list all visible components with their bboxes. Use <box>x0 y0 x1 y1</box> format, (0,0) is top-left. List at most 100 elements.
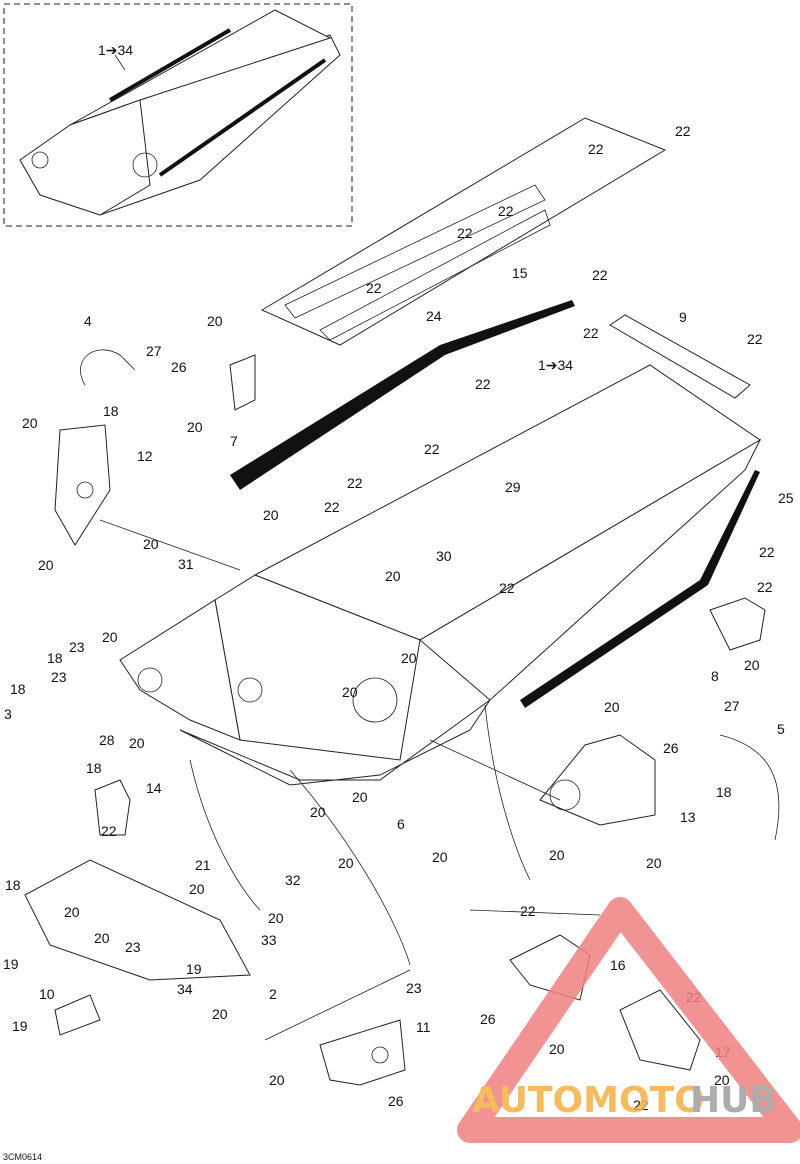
callout-33: 33 <box>261 932 277 948</box>
callout-20: 20 <box>102 629 118 645</box>
callout-3: 3 <box>4 706 12 722</box>
callout-20: 20 <box>269 1072 285 1088</box>
callout-15: 15 <box>512 265 528 281</box>
watermark: AUTOMOTO HUB <box>457 897 800 1143</box>
callout-20: 20 <box>401 650 417 666</box>
callout-1-34-mid: 1➔34 <box>538 357 573 373</box>
callout-22: 22 <box>347 475 363 491</box>
callouts: 1➔34 22 22 22 22 15 22 22 9 22 22 24 22 … <box>3 42 794 1113</box>
callout-20: 20 <box>143 536 159 552</box>
callout-20: 20 <box>212 1006 228 1022</box>
lower-parts <box>24 859 701 1086</box>
callout-22: 22 <box>633 1097 649 1113</box>
callout-23: 23 <box>406 980 422 996</box>
callout-23: 23 <box>125 939 141 955</box>
callout-29: 29 <box>505 479 521 495</box>
callout-13: 13 <box>680 809 696 825</box>
callout-22: 22 <box>499 580 515 596</box>
callout-20: 20 <box>549 1041 565 1057</box>
callout-31: 31 <box>178 556 194 572</box>
callout-20: 26 <box>388 1093 404 1109</box>
callout-23: 23 <box>69 639 85 655</box>
callout-5: 5 <box>777 721 785 737</box>
reference-code: 3CM0614 <box>3 1152 42 1162</box>
callout-20: 20 <box>342 684 358 700</box>
callout-18: 18 <box>86 760 102 776</box>
callout-28: 28 <box>99 732 115 748</box>
callout-26: 26 <box>663 740 679 756</box>
callout-20: 20 <box>549 847 565 863</box>
callout-20: 20 <box>187 419 203 435</box>
callout-20: 20 <box>263 507 279 523</box>
callout-26: 26 <box>171 359 187 375</box>
callout-20: 20 <box>744 657 760 673</box>
callout-7: 7 <box>230 433 238 449</box>
side-plates <box>54 354 766 836</box>
watermark-text-orange: AUTOMOTO <box>472 1080 705 1121</box>
callout-20: 20 <box>22 415 38 431</box>
callout-22: 22 <box>759 544 775 560</box>
callout-18: 18 <box>47 650 63 666</box>
callout-12: 12 <box>137 448 153 464</box>
callout-16: 16 <box>610 957 626 973</box>
callout-6: 6 <box>397 816 405 832</box>
callout-20: 20 <box>310 804 326 820</box>
plate-9 <box>609 314 751 399</box>
callout-22: 22 <box>588 141 604 157</box>
main-frame <box>119 364 762 786</box>
callout-20: 20 <box>207 313 223 329</box>
callout-20: 20 <box>432 849 448 865</box>
callout-18: 18 <box>716 784 732 800</box>
callout-21: 21 <box>195 857 211 873</box>
callout-18: 18 <box>103 403 119 419</box>
callout-25: 25 <box>778 490 794 506</box>
callout-22: 22 <box>498 203 514 219</box>
callout-8: 8 <box>711 668 719 684</box>
callout-22: 22 <box>475 376 491 392</box>
callout-20: 20 <box>94 930 110 946</box>
callout-34: 34 <box>177 981 193 997</box>
callout-22: 22 <box>520 903 536 919</box>
callout-22: 22 <box>457 225 473 241</box>
callout-22: 22 <box>592 267 608 283</box>
callout-23: 23 <box>51 669 67 685</box>
callout-18: 18 <box>5 877 21 893</box>
callout-27: 27 <box>146 343 162 359</box>
watermark-text-gray: HUB <box>690 1080 777 1121</box>
callout-4: 4 <box>84 313 92 329</box>
callout-30: 30 <box>436 548 452 564</box>
callout-22: 22 <box>675 123 691 139</box>
callout-14: 14 <box>146 780 162 796</box>
callout-22: 22 <box>424 441 440 457</box>
callout-20: 20 <box>385 568 401 584</box>
callout-27: 27 <box>724 698 740 714</box>
callout-22: 22 <box>757 579 773 595</box>
callout-19: 19 <box>12 1018 28 1034</box>
callout-22: 22 <box>583 325 599 341</box>
runner-25 <box>520 470 760 708</box>
callout-20: 20 <box>268 910 284 926</box>
callout-18: 18 <box>10 681 26 697</box>
callout-19: 19 <box>3 956 19 972</box>
callout-20: 20 <box>714 1072 730 1088</box>
grab-handles <box>80 349 780 841</box>
callout-22: 22 <box>747 331 763 347</box>
callout-20: 20 <box>129 735 145 751</box>
callout-20: 20 <box>189 881 205 897</box>
callout-22: 22 <box>324 499 340 515</box>
callout-24: 24 <box>426 308 442 324</box>
callout-20: 20 <box>338 855 354 871</box>
callout-32: 32 <box>285 872 301 888</box>
callout-9: 9 <box>679 309 687 325</box>
callout-2: 2 <box>269 986 277 1002</box>
runner-24 <box>230 300 575 490</box>
callout-10: 10 <box>39 986 55 1002</box>
callout-22: 22 <box>101 823 117 839</box>
callout-1-34-top: 1➔34 <box>98 42 133 58</box>
inset-assembly <box>3 3 353 227</box>
callout-20: 20 <box>352 789 368 805</box>
callout-20: 20 <box>646 855 662 871</box>
tunnel-cover-15 <box>260 117 667 346</box>
